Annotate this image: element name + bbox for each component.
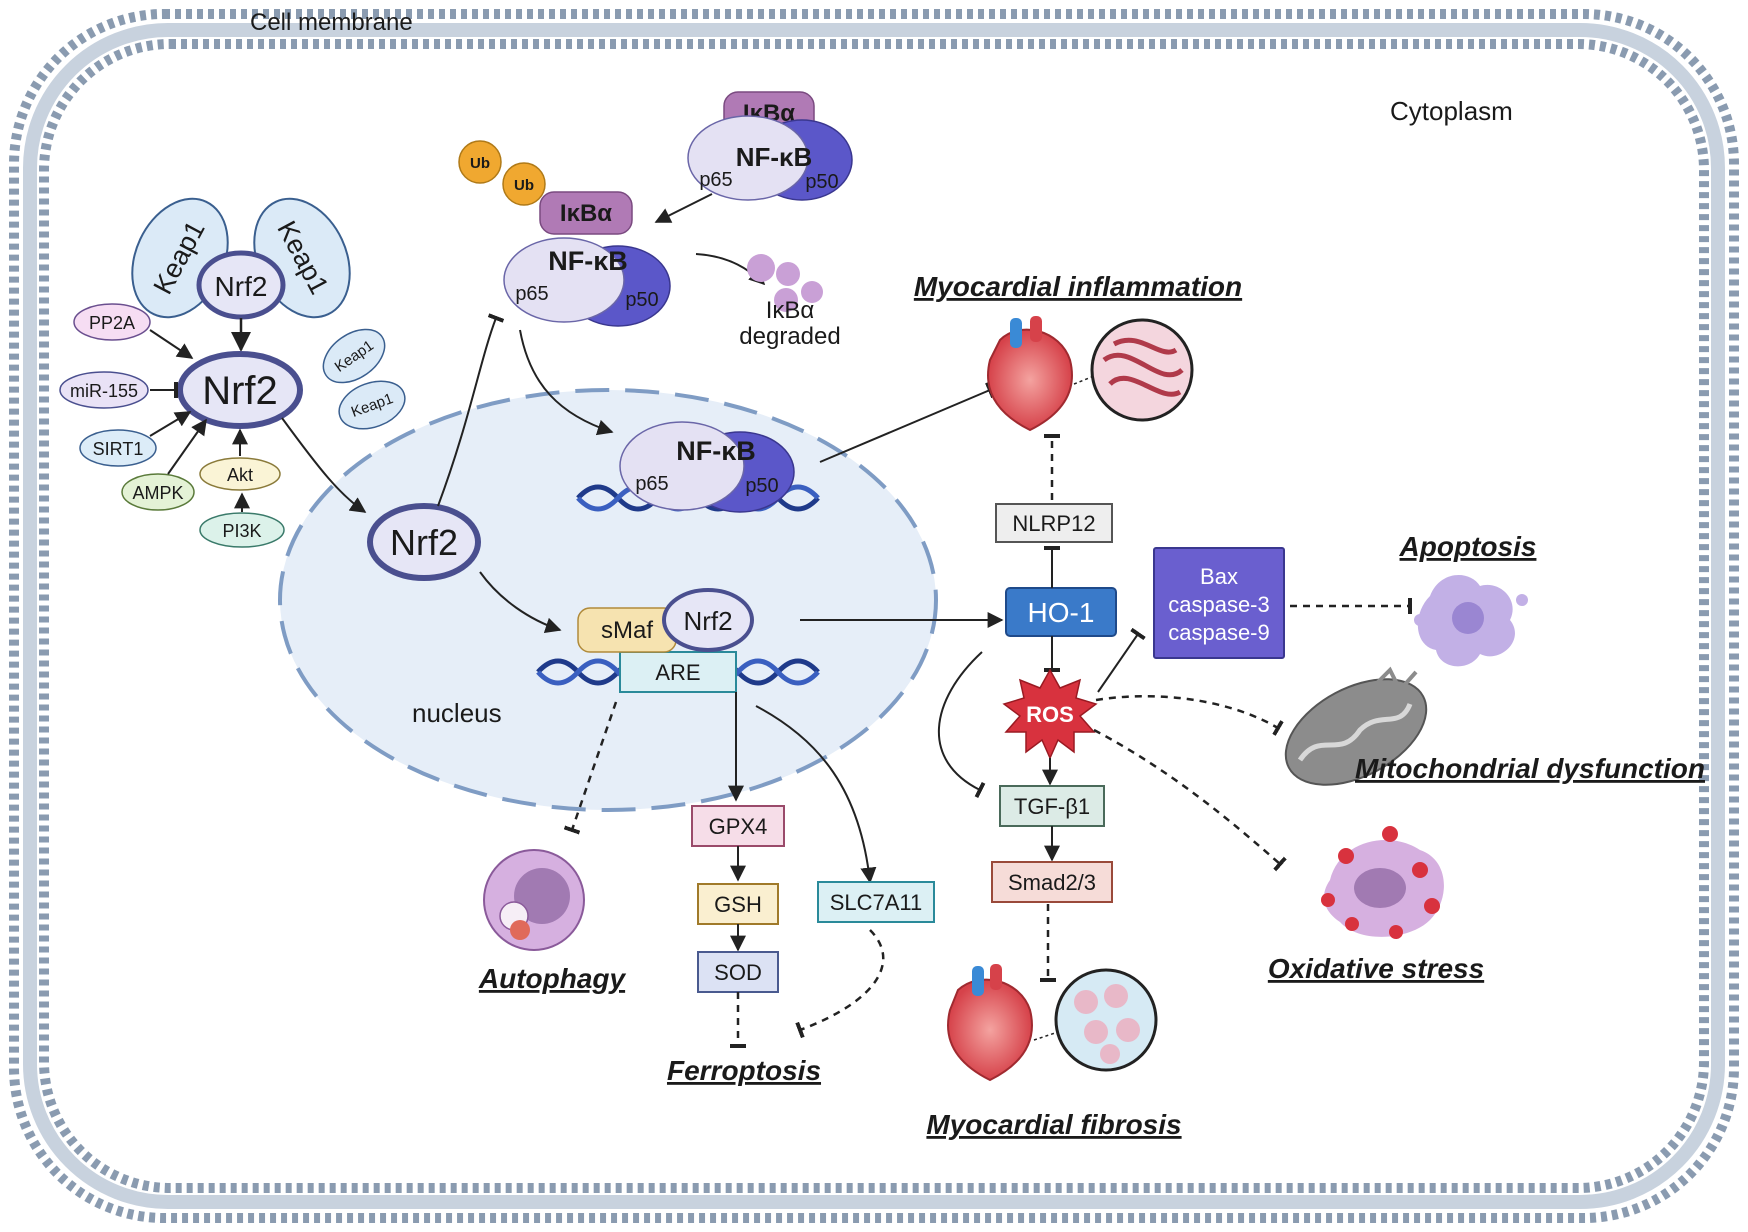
are-box xyxy=(619,651,737,693)
are-label: ARE xyxy=(655,660,700,685)
slc7a11-box xyxy=(817,881,935,923)
nrf2-free-label: Nrf2 xyxy=(202,369,278,413)
ferroptosis-label: Ferroptosis xyxy=(667,1055,821,1086)
ros-label: ROS xyxy=(1026,702,1074,727)
ikba-degraded-label-1: IκBα xyxy=(766,297,815,324)
svg-text:Ub: Ub xyxy=(470,155,490,172)
bax-label: Bax xyxy=(1200,564,1238,589)
svg-text:Akt: Akt xyxy=(227,465,253,485)
myocardial-fibrosis-label: Myocardial fibrosis xyxy=(926,1109,1181,1140)
akt-node: Akt xyxy=(199,457,281,491)
smad-label: Smad2/3 xyxy=(1008,870,1096,895)
nlrp12-label: NLRP12 xyxy=(1012,511,1095,536)
svg-text:Ub: Ub xyxy=(514,177,534,194)
ikba-degraded-label-2: degraded xyxy=(739,323,840,350)
caspase-box xyxy=(1153,547,1285,659)
ho1-box[interactable] xyxy=(1005,587,1117,637)
sirt1-node: SIRT1 xyxy=(79,429,157,467)
svg-text:NF-κB: NF-κB xyxy=(736,142,813,172)
gpx4-label: GPX4 xyxy=(709,814,768,839)
nrf2-free xyxy=(177,351,303,429)
autophagy-cell xyxy=(483,849,585,951)
mitochondrial-dysfunction-label: Mitochondrial dysfunction xyxy=(1355,753,1705,784)
mir155-node: miR-155 xyxy=(59,371,149,409)
sod-label: SOD xyxy=(714,960,762,985)
svg-text:PI3K: PI3K xyxy=(222,521,261,541)
nlrp12-box xyxy=(995,503,1113,543)
apoptosis-label: Apoptosis xyxy=(1399,531,1537,562)
oxidative-stress-cell xyxy=(1321,826,1444,939)
cell-membrane-label: Cell membrane xyxy=(250,9,413,36)
ikba-nfkb-complex-top: IκBα NF-κB p65 p50 xyxy=(687,91,853,201)
ikba-nfkb-complex-middle: IκBα NF-κB p65 p50 xyxy=(503,191,671,327)
myocardial-inflammation-label: Myocardial inflammation xyxy=(914,271,1242,302)
heart-fibrosis-icon xyxy=(947,964,1158,1082)
keap1-nrf2-complex: Keap1 Keap1 Nrf2 xyxy=(131,197,351,320)
cytoplasm-label: Cytoplasm xyxy=(1390,96,1513,126)
svg-text:p50: p50 xyxy=(625,289,658,311)
ho1-label: HO-1 xyxy=(1028,597,1095,628)
nrf2-complex-label: Nrf2 xyxy=(215,271,268,302)
smaf-label: sMaf xyxy=(601,617,653,644)
svg-text:PP2A: PP2A xyxy=(89,313,135,333)
autophagy-label: Autophagy xyxy=(478,963,627,994)
ampk-node: AMPK xyxy=(121,473,195,511)
keap1-small-1: Keap1 xyxy=(322,328,386,384)
nrf2-nuclear-label: Nrf2 xyxy=(390,522,458,563)
pi3k-node: PI3K xyxy=(199,512,285,548)
smad-box xyxy=(991,861,1113,903)
caspase9-label: caspase-9 xyxy=(1168,620,1270,645)
svg-text:AMPK: AMPK xyxy=(132,483,183,503)
nrf2-are-label: Nrf2 xyxy=(683,606,732,636)
svg-text:p65: p65 xyxy=(635,473,668,495)
svg-text:p65: p65 xyxy=(699,169,732,191)
svg-text:miR-155: miR-155 xyxy=(70,381,138,401)
caspase3-label: caspase-3 xyxy=(1168,592,1270,617)
svg-text:p65: p65 xyxy=(515,283,548,305)
svg-text:IκBα: IκBα xyxy=(560,200,612,227)
ub-2 xyxy=(502,162,546,206)
ikba-degraded xyxy=(747,254,823,312)
apoptosis-cell xyxy=(1414,575,1528,667)
heart-inflammation-icon xyxy=(987,316,1194,432)
nrf2-are xyxy=(662,588,754,652)
gsh-label: GSH xyxy=(714,892,762,917)
nfkb-nuclear: NF-κB p65 p50 xyxy=(619,421,795,513)
keap1-small-2: Keap1 xyxy=(338,380,406,430)
svg-text:NF-κB: NF-κB xyxy=(676,436,756,466)
pp2a-node: PP2A xyxy=(73,303,151,341)
tgfb1-label: TGF-β1 xyxy=(1014,794,1090,819)
nucleus-label: nucleus xyxy=(412,698,502,728)
svg-text:p50: p50 xyxy=(745,475,778,497)
nucleus xyxy=(278,388,938,812)
gsh-box xyxy=(697,883,779,925)
ub-1 xyxy=(458,140,502,184)
oxidative-stress-label: Oxidative stress xyxy=(1268,953,1484,984)
svg-text:NF-κB: NF-κB xyxy=(548,246,628,276)
svg-text:p50: p50 xyxy=(805,171,838,193)
svg-text:SIRT1: SIRT1 xyxy=(93,439,144,459)
mitochondrion-icon xyxy=(1284,666,1428,786)
nrf2-nuclear xyxy=(367,503,481,581)
slc7a11-label: SLC7A11 xyxy=(830,890,923,915)
